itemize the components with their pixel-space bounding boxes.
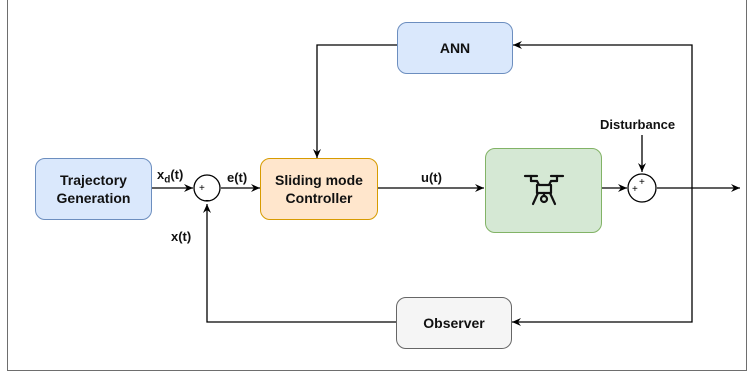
trajectory-block-line1: Trajectory	[60, 172, 127, 188]
error-sum-minus-sign: -	[205, 192, 209, 207]
desired-trajectory-time: (t)	[170, 167, 184, 182]
error-summing-junction	[193, 174, 221, 202]
error-signal-label: e(t)	[227, 170, 248, 185]
disturbance-sum-plus-top: +	[639, 177, 645, 188]
disturbance-label: Disturbance	[600, 117, 676, 132]
observer-block[interactable]: Observer	[396, 297, 512, 349]
control-signal-label: u(t)	[421, 170, 442, 185]
plant-drone-block[interactable]	[485, 148, 602, 233]
error-sum-plus-sign: +	[199, 183, 205, 194]
arrow-output-to-ann	[513, 41, 693, 188]
observer-block-label: Observer	[423, 315, 485, 331]
state-signal-label: x(t)	[171, 229, 192, 244]
ann-block-label: ANN	[439, 40, 471, 56]
disturbance-sum-plus-left: +	[632, 184, 638, 195]
trajectory-generation-block[interactable]: Trajectory Generation	[35, 158, 152, 220]
sliding-mode-controller-block[interactable]: Sliding mode Controller	[260, 158, 378, 220]
controller-block-line2: Controller	[285, 190, 353, 206]
drone-icon	[523, 174, 564, 205]
arrow-observer-to-sum	[203, 204, 396, 323]
disturbance-summing-junction	[627, 173, 657, 203]
diagram-frame	[7, 0, 747, 371]
trajectory-block-line2: Generation	[56, 190, 131, 206]
desired-trajectory-subscript: d	[164, 174, 171, 186]
controller-block-line1: Sliding mode	[275, 172, 363, 188]
arrow-output-to-observer	[512, 188, 693, 326]
desired-trajectory-x: x	[157, 167, 165, 182]
arrow-ann-to-controller	[313, 44, 397, 158]
ann-block[interactable]: ANN	[397, 22, 513, 74]
desired-trajectory-label: xd(t)	[157, 167, 183, 186]
